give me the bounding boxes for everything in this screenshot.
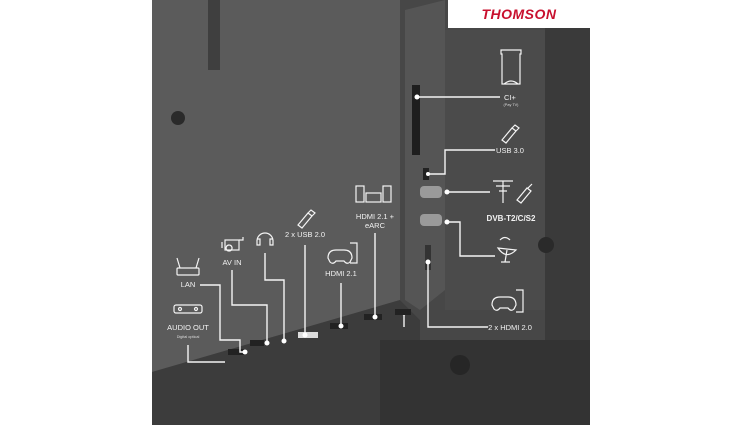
screw-hole bbox=[538, 237, 554, 253]
ci-sublabel: (Pay TV) bbox=[504, 103, 520, 107]
audio-out-sublabel: Digital optical bbox=[177, 335, 200, 339]
usb3-label: USB 3.0 bbox=[496, 146, 524, 155]
ci-label: CI+ bbox=[504, 93, 517, 102]
ci-slot bbox=[412, 85, 420, 155]
antenna-icon bbox=[493, 180, 513, 203]
thomson-logo: THOMSON bbox=[481, 6, 556, 22]
satellite-port bbox=[420, 214, 442, 226]
dvb-label: DVB-T2/C/S2 bbox=[487, 214, 536, 223]
hdmi21-earc-label: HDMI 2.1 + bbox=[356, 212, 395, 221]
satellite-dish-icon bbox=[496, 236, 518, 263]
usb2-label: 2 x USB 2.0 bbox=[285, 230, 325, 239]
ci-card-icon bbox=[500, 49, 522, 85]
usb-stick-icon bbox=[297, 209, 316, 229]
hdmi20-label: 2 x HDMI 2.0 bbox=[488, 323, 532, 332]
audio-out-label: AUDIO OUT bbox=[167, 323, 209, 332]
camcorder-icon bbox=[221, 237, 244, 252]
soundbar-icon bbox=[173, 304, 203, 314]
coax-plug-icon bbox=[516, 183, 533, 204]
av-in-label: AV IN bbox=[222, 258, 241, 267]
screw-hole bbox=[450, 355, 470, 375]
lan-label: LAN bbox=[181, 280, 196, 289]
hdmi21-earc-label-2: eARC bbox=[365, 221, 386, 230]
usb-stick-icon bbox=[501, 124, 520, 144]
headphones-icon bbox=[256, 232, 274, 246]
hdmi21-label: HDMI 2.1 bbox=[325, 269, 357, 278]
router-icon bbox=[176, 257, 200, 276]
screw-hole bbox=[171, 111, 185, 125]
game-console-icon bbox=[327, 242, 358, 264]
hifi-speakers-icon bbox=[355, 185, 392, 203]
game-console-icon bbox=[491, 289, 524, 313]
antenna-port bbox=[420, 186, 442, 198]
